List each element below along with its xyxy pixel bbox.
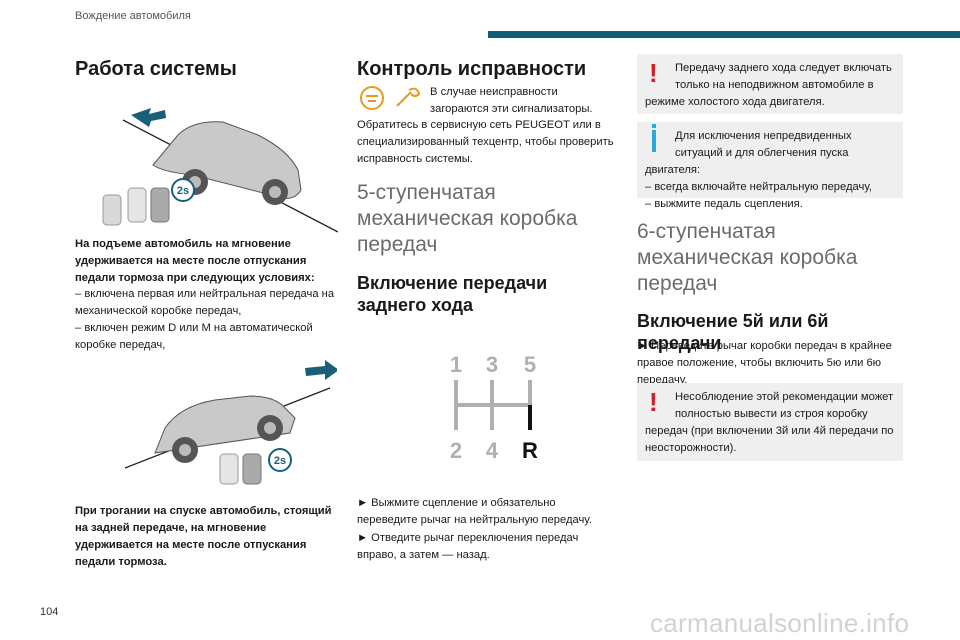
reverse-step-1: ► Выжмите сцепление и обязательно переве…	[357, 497, 592, 526]
reverse-step-2: ► Отведите рычаг переключения передач вп…	[357, 532, 579, 561]
heading-6-speed-gearbox: 6-ступенчатая механическая коробка перед…	[637, 220, 858, 295]
title-health-check: Контроль исправности	[357, 58, 587, 80]
svg-text:R: R	[522, 438, 538, 463]
warning-note-reverse: ! Передачу заднего хода следует включать…	[637, 54, 903, 114]
gear56-step: ► Переведите рычаг коробки передач в кра…	[637, 340, 892, 386]
service-advice-text: Обратитесь в сервисную сеть PEUGEOT или …	[357, 119, 614, 165]
uphill-conditions-text: На подъеме автомобиль на мгновение удерж…	[75, 238, 315, 284]
timer-badge-2s: 2s	[274, 455, 286, 467]
heading-engage-5-6: Включение 5й или 6й передачи	[637, 311, 829, 353]
info-icon	[652, 124, 656, 152]
downhill-reverse-text: При трогании на спуске автомобиль, стоящ…	[75, 505, 332, 568]
warning-lamps-icon	[360, 86, 421, 110]
svg-text:4: 4	[486, 438, 499, 463]
warning-exclamation-icon: !	[649, 58, 658, 88]
uphill-car-illustration: 2s	[102, 108, 338, 233]
svg-text:3: 3	[486, 352, 498, 377]
warning-note-gearbox: ! Несоблюдение этой рекомендации может п…	[637, 383, 903, 461]
page-number: 104	[40, 606, 59, 618]
condition-item-2: – включен режим D или M на автоматическо…	[75, 322, 313, 351]
timer-badge-2s: 2s	[177, 185, 189, 197]
downhill-car-illustration: 2s	[125, 360, 337, 485]
title-system-operation: Работа системы	[75, 58, 237, 80]
warning-lamps-text: В случае неисправности загораются эти си…	[430, 86, 593, 115]
svg-text:1: 1	[450, 352, 462, 377]
svg-text:2: 2	[450, 438, 462, 463]
condition-item-1: – включена первая или нейтральная переда…	[75, 288, 335, 317]
watermark-text: carmanualsonline.info	[650, 608, 910, 638]
header-section-title: Вождение автомобиля	[75, 10, 191, 22]
gear-shift-pattern-diagram: 1 3 5 2 4 R	[450, 352, 538, 463]
heading-5-speed-gearbox: 5-ступенчатая механическая коробка перед…	[357, 181, 578, 256]
heading-engage-reverse: Включение передачи заднего хода	[357, 273, 548, 315]
svg-text:5: 5	[524, 352, 536, 377]
header-accent-bar	[488, 31, 960, 38]
warning-exclamation-icon: !	[649, 387, 658, 417]
info-note-neutral: Для исключения непредвиденных ситуаций и…	[637, 122, 903, 210]
